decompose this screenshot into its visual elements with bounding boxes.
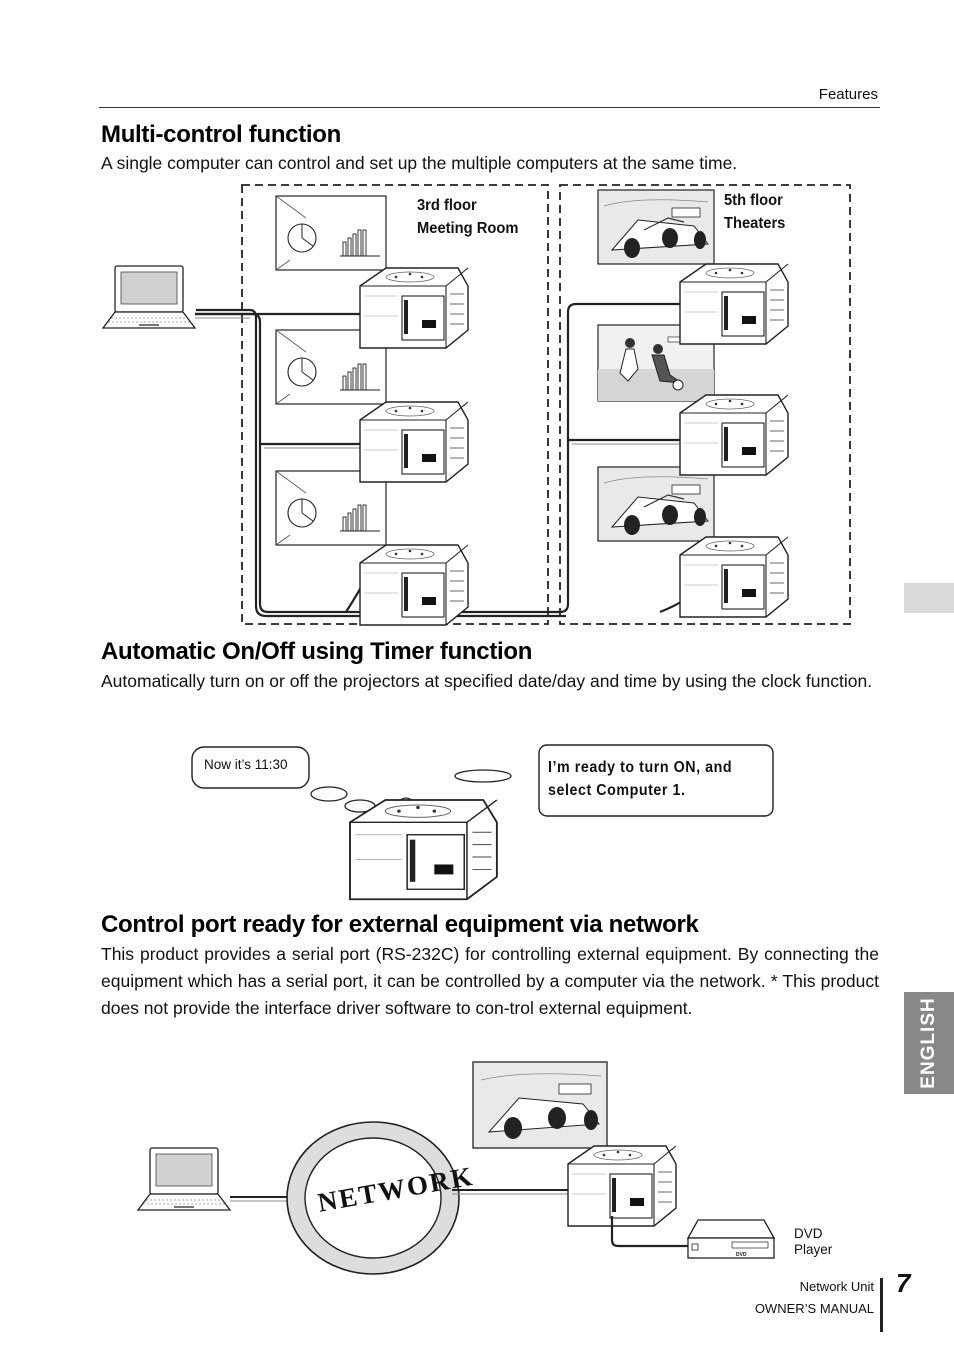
room-5th-floor-frame (559, 184, 851, 625)
projector-5 (679, 394, 789, 476)
paragraph-timer: Automatically turn on or off the project… (101, 671, 873, 691)
projector-4 (679, 263, 789, 345)
speech-bubble (538, 744, 774, 817)
timer-diagram (191, 744, 774, 901)
screen-chart-1 (275, 195, 387, 271)
label-3rd-floor: 3rd floor Meeting Room (417, 194, 518, 240)
header-rule (99, 107, 880, 108)
laptop-icon (102, 265, 196, 329)
footer-rule (880, 1278, 883, 1332)
paragraph-multi-control: A single computer can control and set up… (101, 153, 738, 173)
paragraph-control-port: This product provides a serial port (RS-… (101, 944, 879, 1018)
external-equipment-diagram: DVD (137, 1061, 776, 1275)
label-5th-floor-line1: 5th floor (724, 192, 783, 209)
language-tab-label: ENGLISH (918, 997, 939, 1089)
multi-control-diagram (102, 184, 851, 626)
page-number: 7 (896, 1268, 911, 1298)
language-tab: ENGLISH (904, 992, 954, 1094)
label-5th-floor: 5th floor Theaters (724, 189, 785, 235)
screen-race-2 (597, 466, 715, 542)
time-bubble-text: Now it’s 11:30 (204, 757, 288, 772)
time-bubble (191, 746, 310, 789)
dvd-player-label: DVD Player (794, 1226, 832, 1258)
heading-timer: Automatic On/Off using Timer function (101, 638, 533, 665)
laptop-icon-2 (137, 1147, 231, 1211)
footer-line1: Network Unit (799, 1279, 874, 1294)
heading-control-port: Control port ready for external equipmen… (101, 911, 699, 938)
dvd-device-text: DVD (736, 1252, 747, 1258)
screen-race-1 (597, 189, 715, 265)
dvd-label-line1: DVD (794, 1226, 823, 1241)
heading-multi-control: Multi-control function (101, 121, 342, 148)
label-3rd-floor-line1: 3rd floor (417, 197, 477, 214)
footer-line2: OWNER’S MANUAL (754, 1301, 874, 1316)
projector-timer (349, 799, 498, 901)
label-5th-floor-line2: Theaters (724, 215, 786, 232)
projector-6 (679, 536, 789, 618)
projector-1 (359, 267, 469, 349)
projector-2 (359, 401, 469, 483)
dvd-player-icon: DVD (686, 1219, 776, 1259)
label-3rd-floor-line2: Meeting Room (417, 220, 519, 237)
projector-3 (359, 544, 469, 626)
section-header-label: Features (818, 86, 878, 103)
speech-bubble-text: I’m ready to turn ON, and select Compute… (548, 759, 733, 799)
side-tab-marker (904, 583, 954, 613)
projector-network (567, 1145, 677, 1227)
dvd-label-line2: Player (794, 1242, 833, 1257)
